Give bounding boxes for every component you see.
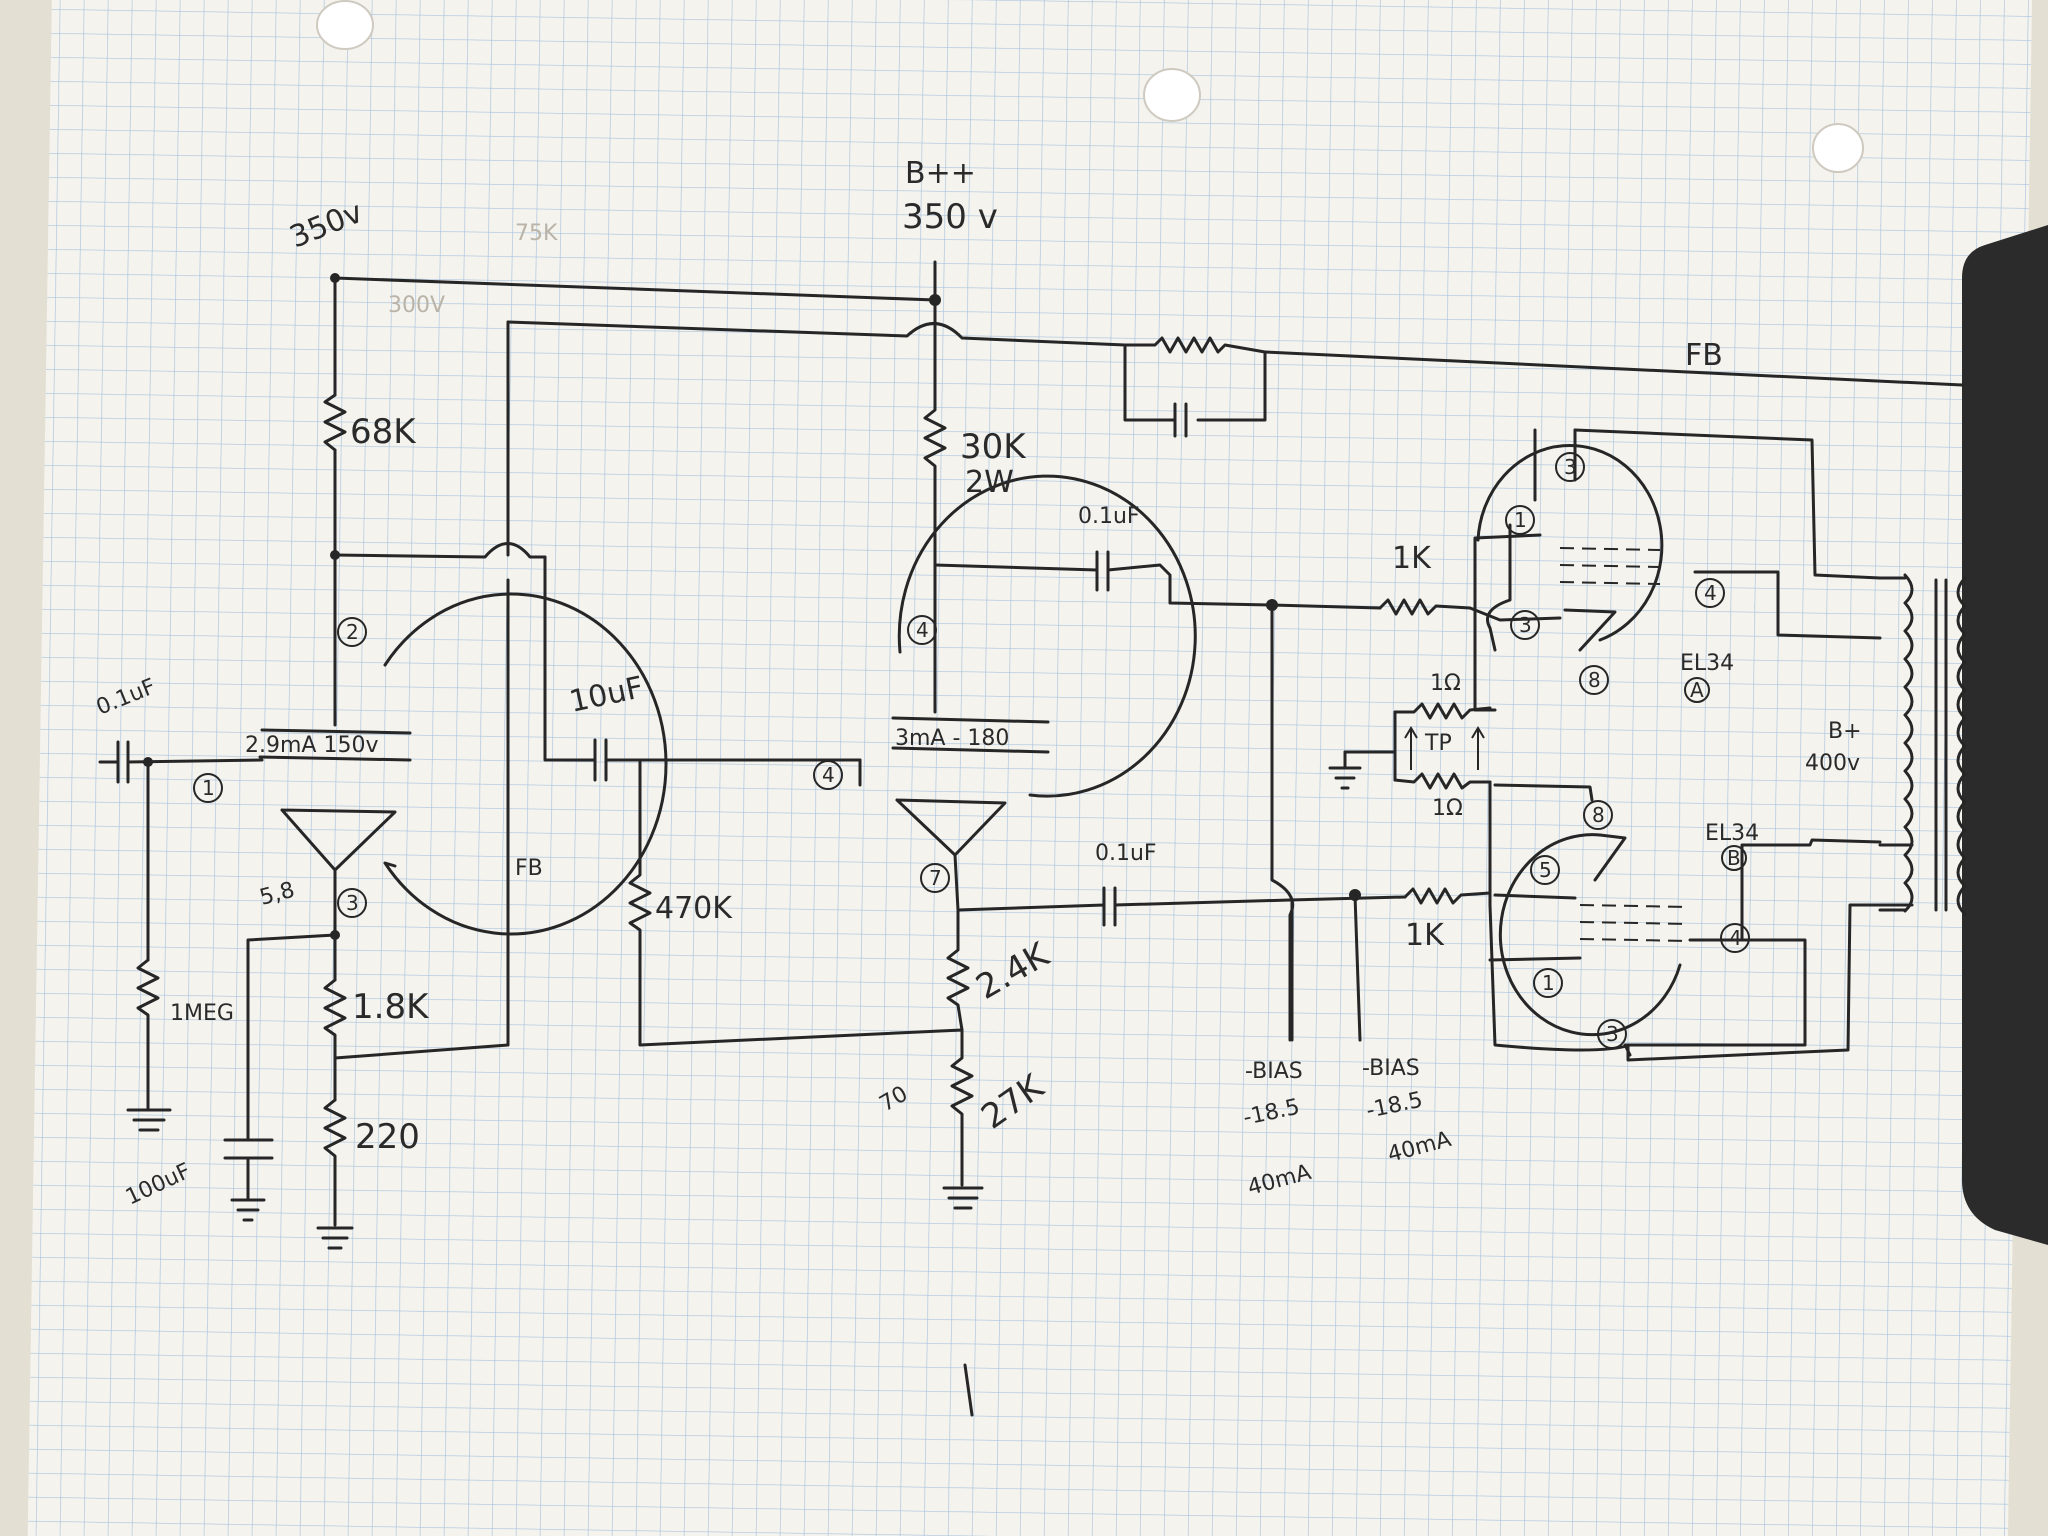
tube-b-label: EL34: [1705, 821, 1759, 846]
stage2-out-cap-bottom-label: 0.1uF: [1095, 841, 1157, 866]
binder-clip: [1962, 225, 2048, 1245]
stage2-bias-note: 3mA - 180: [895, 726, 1009, 751]
faint-note: 75K: [515, 221, 558, 246]
tube-a-pin-plate: 4: [1704, 581, 1717, 605]
stage1-cathode-resistor-1-label: 1.8K: [352, 987, 430, 1027]
stage1-grid-resistor-label: 1MEG: [170, 1001, 234, 1026]
stage2-pin-cathode: 7: [929, 866, 942, 890]
graph-paper: [27, 0, 2033, 1536]
stage1-plate-resistor-label: 68K: [350, 412, 417, 452]
stage1-pin-cathode: 3: [346, 891, 359, 915]
bplus-label: B+: [1828, 719, 1862, 744]
paper-grid: [27, 0, 2033, 1536]
tube-a-pin-g2: 8: [1588, 668, 1601, 692]
tube-a-label: EL34: [1680, 651, 1734, 676]
tube-b-pin-g2: 3: [1606, 1022, 1619, 1046]
feedback-left-label: FB: [515, 856, 543, 881]
tube-a-pin-k: 3: [1519, 613, 1532, 637]
stage2-plate-resistor-power-label: 2W: [965, 465, 1014, 500]
feedback-label: FB: [1685, 338, 1723, 373]
output-transformer: [1878, 573, 1967, 916]
circuit-wires: [98, 260, 1964, 1250]
binder-hole: [1143, 68, 1201, 122]
binder-hole: [1812, 123, 1864, 173]
stage1-bias-note: 2.9mA 150v: [245, 733, 378, 758]
pin-markers: [193, 452, 1750, 1049]
binder-hole: [316, 0, 374, 50]
tube-b-pin-k: 1: [1542, 971, 1555, 995]
stage1-cathode-resistor-2-label: 220: [355, 1117, 420, 1157]
tube-a-pin-top: 3: [1564, 455, 1577, 479]
tube-b-pin-g1: 5: [1539, 858, 1552, 882]
grid-stopper-b-label: 1K: [1405, 918, 1445, 953]
stage2-grid-resistor-label: 470K: [655, 891, 733, 926]
bpp-label: B++: [905, 156, 976, 191]
sense-resistor-a-label: 1Ω: [1430, 671, 1461, 696]
stray-pencil-mark: [963, 1363, 974, 1417]
tube-a-pin-g1: 1: [1514, 508, 1527, 532]
bplus-voltage-label: 400v: [1805, 751, 1860, 776]
tube-b-tag: B: [1727, 846, 1741, 870]
sense-resistor-b-label: 1Ω: [1432, 796, 1463, 821]
grid-stopper-a-label: 1K: [1392, 541, 1432, 576]
labels: 75K 300V B++ 350 v 350v FB FB B+ 400v 68…: [93, 156, 1862, 1210]
tube-b-pin-plate: 4: [1729, 926, 1742, 950]
bpp-voltage-label: 350 v: [902, 197, 998, 237]
tube-a-tag: A: [1690, 678, 1704, 702]
faint-note: 300V: [388, 293, 445, 318]
stage1-pin-grid: 1: [202, 776, 215, 800]
stage1-pin-plate: 2: [346, 620, 359, 644]
binder-holes: [316, 0, 1864, 173]
stage2-pin-grid: 4: [822, 763, 835, 787]
test-point-label: TP: [1424, 731, 1452, 756]
bias-b-label: -BIAS: [1362, 1056, 1420, 1081]
tube-b-pin-top: 8: [1592, 803, 1605, 827]
stage2-plate-resistor-label: 30K: [960, 427, 1027, 467]
stage2-out-cap-top-label: 0.1uF: [1078, 504, 1140, 529]
stage2-pin-plate: 4: [916, 618, 929, 642]
bias-a-label: -BIAS: [1245, 1059, 1303, 1084]
